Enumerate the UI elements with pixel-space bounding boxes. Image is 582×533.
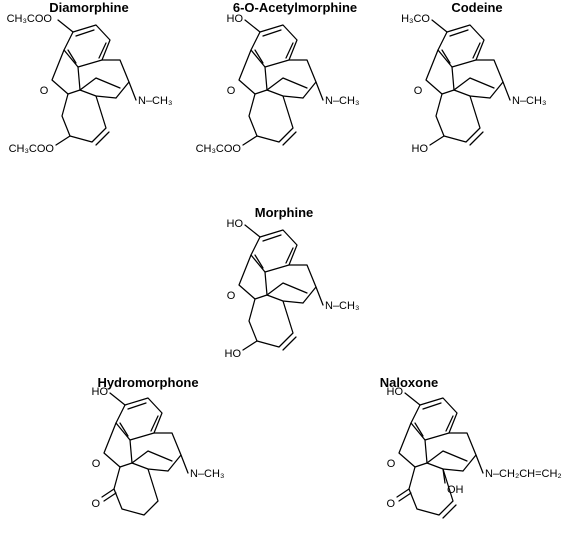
molecule-hydromorphone: Hydromorphone [50,375,250,533]
ring-oxygen-label: O [40,85,49,97]
molecule-title: Hydromorphone [97,375,199,390]
top-substituent-label: HO [227,13,244,25]
molecule-6-o-acetylmorphine: 6-O-Acetylmorphine [190,0,380,175]
molecule-title: Morphine [254,205,314,220]
top-substituent-label: H₃CO [401,13,430,25]
amine-label: N–CH₃ [138,95,172,107]
molecule-diamorphine: Diamorphine [0,0,190,175]
structure-diagram: O N–CH₃ HO HO [225,218,360,360]
amine-label: N–CH₃ [190,468,224,480]
amine-label: N–CH₂CH=CH₂ [485,468,562,480]
top-substituent-label: HO [227,218,244,230]
bottom-substituent-label: O [386,498,395,510]
structure-diagram: O N–CH₃ HO O [91,386,224,516]
ring-oxygen-label: O [387,458,396,470]
amine-label: N–CH₃ [325,95,359,107]
bottom-substituent-label: O [91,498,100,510]
bottom-substituent-label: CH₃COO [196,143,242,155]
molecule-codeine: Codeine O N [380,0,570,175]
ring-oxygen-label: O [414,85,423,97]
molecule-title: Diamorphine [49,0,129,15]
ring-oxygen-label: O [92,458,101,470]
molecule-title: 6-O-Acetylmorphine [232,0,358,15]
bottom-substituent-label: HO [225,348,242,360]
molecule-title: Codeine [451,0,503,15]
structure-diagram: O N–CH₂CH=CH₂ HO O OH [386,386,562,519]
molecule-title: Naloxone [379,375,439,390]
bottom-substituent-label: CH₃COO [9,143,55,155]
structure-diagram: O N–CH₃ CH₃COO CH₃COO [7,13,173,155]
top-substituent-label: HO [92,386,109,398]
ring-oxygen-label: O [227,290,236,302]
bottom-substituent-label: HO [412,143,429,155]
ring-oxygen-label: O [227,85,236,97]
amine-label: N–CH₃ [512,95,546,107]
molecule-morphine: Morphine O [195,205,385,375]
extra-substituent-label: OH [447,484,464,496]
structure-diagram: O N–CH₃ HO CH₃COO [196,13,360,155]
amine-label: N–CH₃ [325,300,359,312]
top-substituent-label: CH₃COO [7,13,53,25]
structure-diagram: O N–CH₃ H₃CO HO [401,13,546,155]
top-substituent-label: HO [387,386,404,398]
molecule-naloxone: Naloxone [345,375,582,533]
